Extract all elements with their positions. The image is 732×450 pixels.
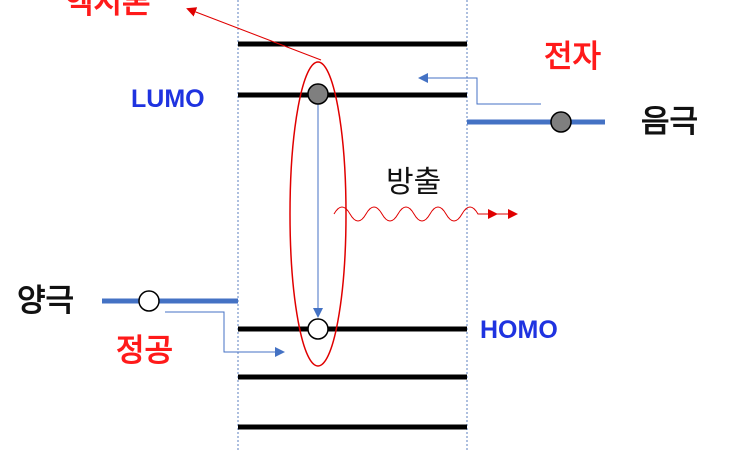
homo-hole [307,318,329,340]
cathode-label: 음극 [641,104,699,140]
emission-wave [333,206,498,222]
exciton-label: 엑시톤 [65,0,151,21]
hole-injection-arrow [165,311,285,357]
electron-injection-arrow [418,73,541,105]
electron-label: 전자 [544,39,602,75]
cathode-electron [550,111,572,133]
homo-label: HOMO [480,316,558,344]
anode-label: 양극 [17,283,75,319]
exciton-pointer-arrow [186,7,322,61]
lumo-label: LUMO [131,85,205,113]
anode-hole [138,290,160,312]
emission-label: 방출 [386,165,442,200]
lumo-electron [307,83,329,105]
hole-label: 정공 [116,333,174,369]
exciton-ellipse [289,61,347,367]
